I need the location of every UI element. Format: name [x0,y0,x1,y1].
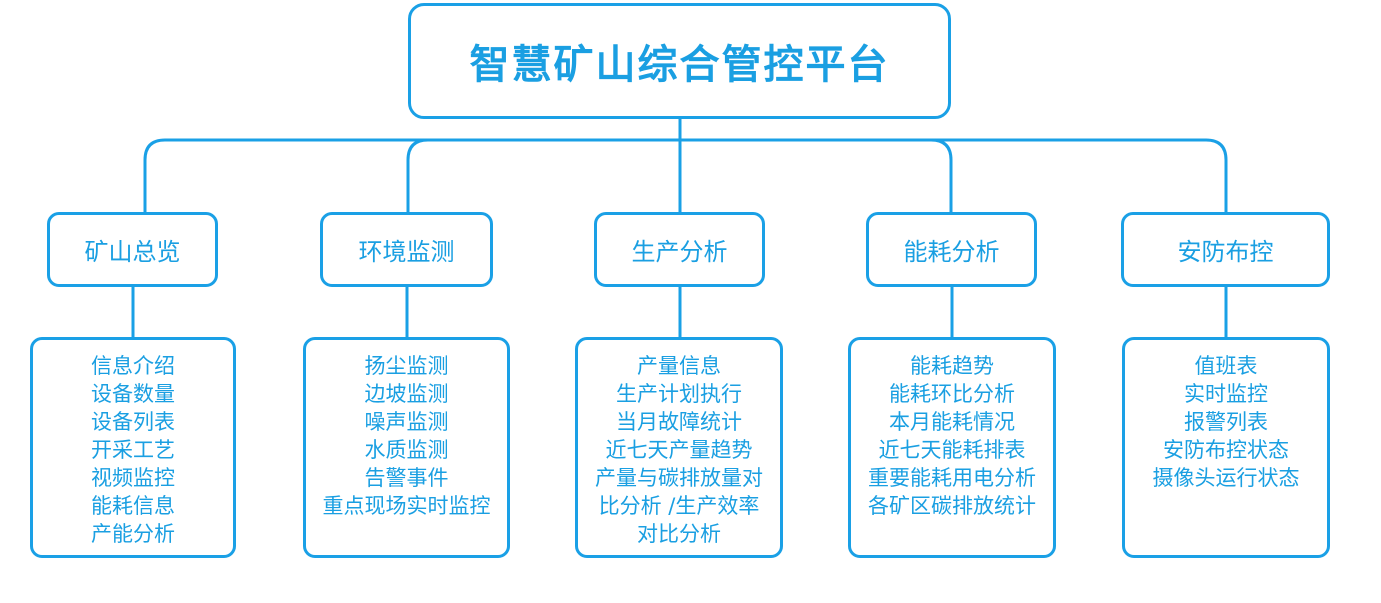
list-item: 本月能耗情况 [889,410,1015,434]
list-item: 当月故障统计 [616,410,742,434]
category-node-mine-overview: 矿山总览 [47,212,218,287]
list-item: 近七天能耗排表 [878,438,1026,462]
list-item: 产量与碳排放量对 [595,466,763,490]
list-item: 重点现场实时监控 [322,494,491,518]
list-item: 安防布控状态 [1163,438,1289,462]
category-node-security-control: 安防布控 [1121,212,1330,287]
root-node: 智慧矿山综合管控平台 [408,3,951,119]
branch-line-4 [930,138,953,161]
list-item: 设备数量 [91,382,175,406]
list-item: 能耗环比分析 [889,382,1015,406]
list-item: 值班表 [1194,354,1258,378]
leaf-list-energy-analysis: 能耗趋势 能耗环比分析 本月能耗情况 近七天能耗排表 重要能耗用电分析 各矿区碳… [848,337,1056,558]
leaf-list-production-analysis: 产量信息 生产计划执行 当月故障统计 近七天产量趋势 产量与碳排放量对 比分析 … [575,337,783,558]
category-title: 环境监测 [358,238,455,266]
list-item: 能耗趋势 [910,354,994,378]
list-item: 实时监控 [1184,382,1268,406]
list-item: 边坡监测 [364,382,449,406]
list-item: 摄像头运行状态 [1152,466,1300,490]
list-item: 噪声监测 [364,410,449,434]
branch-line-2 [406,138,429,161]
list-item: 近七天产量趋势 [605,438,753,462]
category-node-production-analysis: 生产分析 [594,212,765,287]
category-title: 能耗分析 [903,238,1000,266]
list-item: 信息介绍 [91,354,175,378]
list-item: 产量信息 [637,354,721,378]
leaf-list-mine-overview: 信息介绍 设备数量 设备列表 开采工艺 视频监控 能耗信息 产能分析 [30,337,236,558]
leaf-list-security-control: 值班表 实时监控 报警列表 安防布控状态 摄像头运行状态 [1122,337,1330,558]
list-item: 开采工艺 [91,438,175,462]
category-title: 矿山总览 [84,238,181,266]
branch-bar [143,138,1228,161]
list-item: 对比分析 [637,522,721,546]
root-title: 智慧矿山综合管控平台 [469,42,890,88]
list-item: 各矿区碳排放统计 [868,494,1036,518]
list-item: 产能分析 [91,522,175,546]
list-item: 比分析 /生产效率 [598,494,760,518]
category-title: 安防布控 [1177,238,1274,266]
list-item: 设备列表 [91,410,175,434]
category-title: 生产分析 [631,238,728,266]
list-item: 生产计划执行 [616,382,742,406]
list-item: 扬尘监测 [364,354,449,378]
category-node-energy-analysis: 能耗分析 [866,212,1037,287]
list-item: 报警列表 [1184,410,1268,434]
category-node-environment-monitoring: 环境监测 [320,212,493,287]
list-item: 告警事件 [364,466,449,490]
list-item: 视频监控 [91,466,175,490]
list-item: 能耗信息 [91,494,175,518]
list-item: 重要能耗用电分析 [868,466,1036,490]
leaf-list-environment-monitoring: 扬尘监测 边坡监测 噪声监测 水质监测 告警事件 重点现场实时监控 [303,337,510,558]
list-item: 水质监测 [364,438,449,462]
